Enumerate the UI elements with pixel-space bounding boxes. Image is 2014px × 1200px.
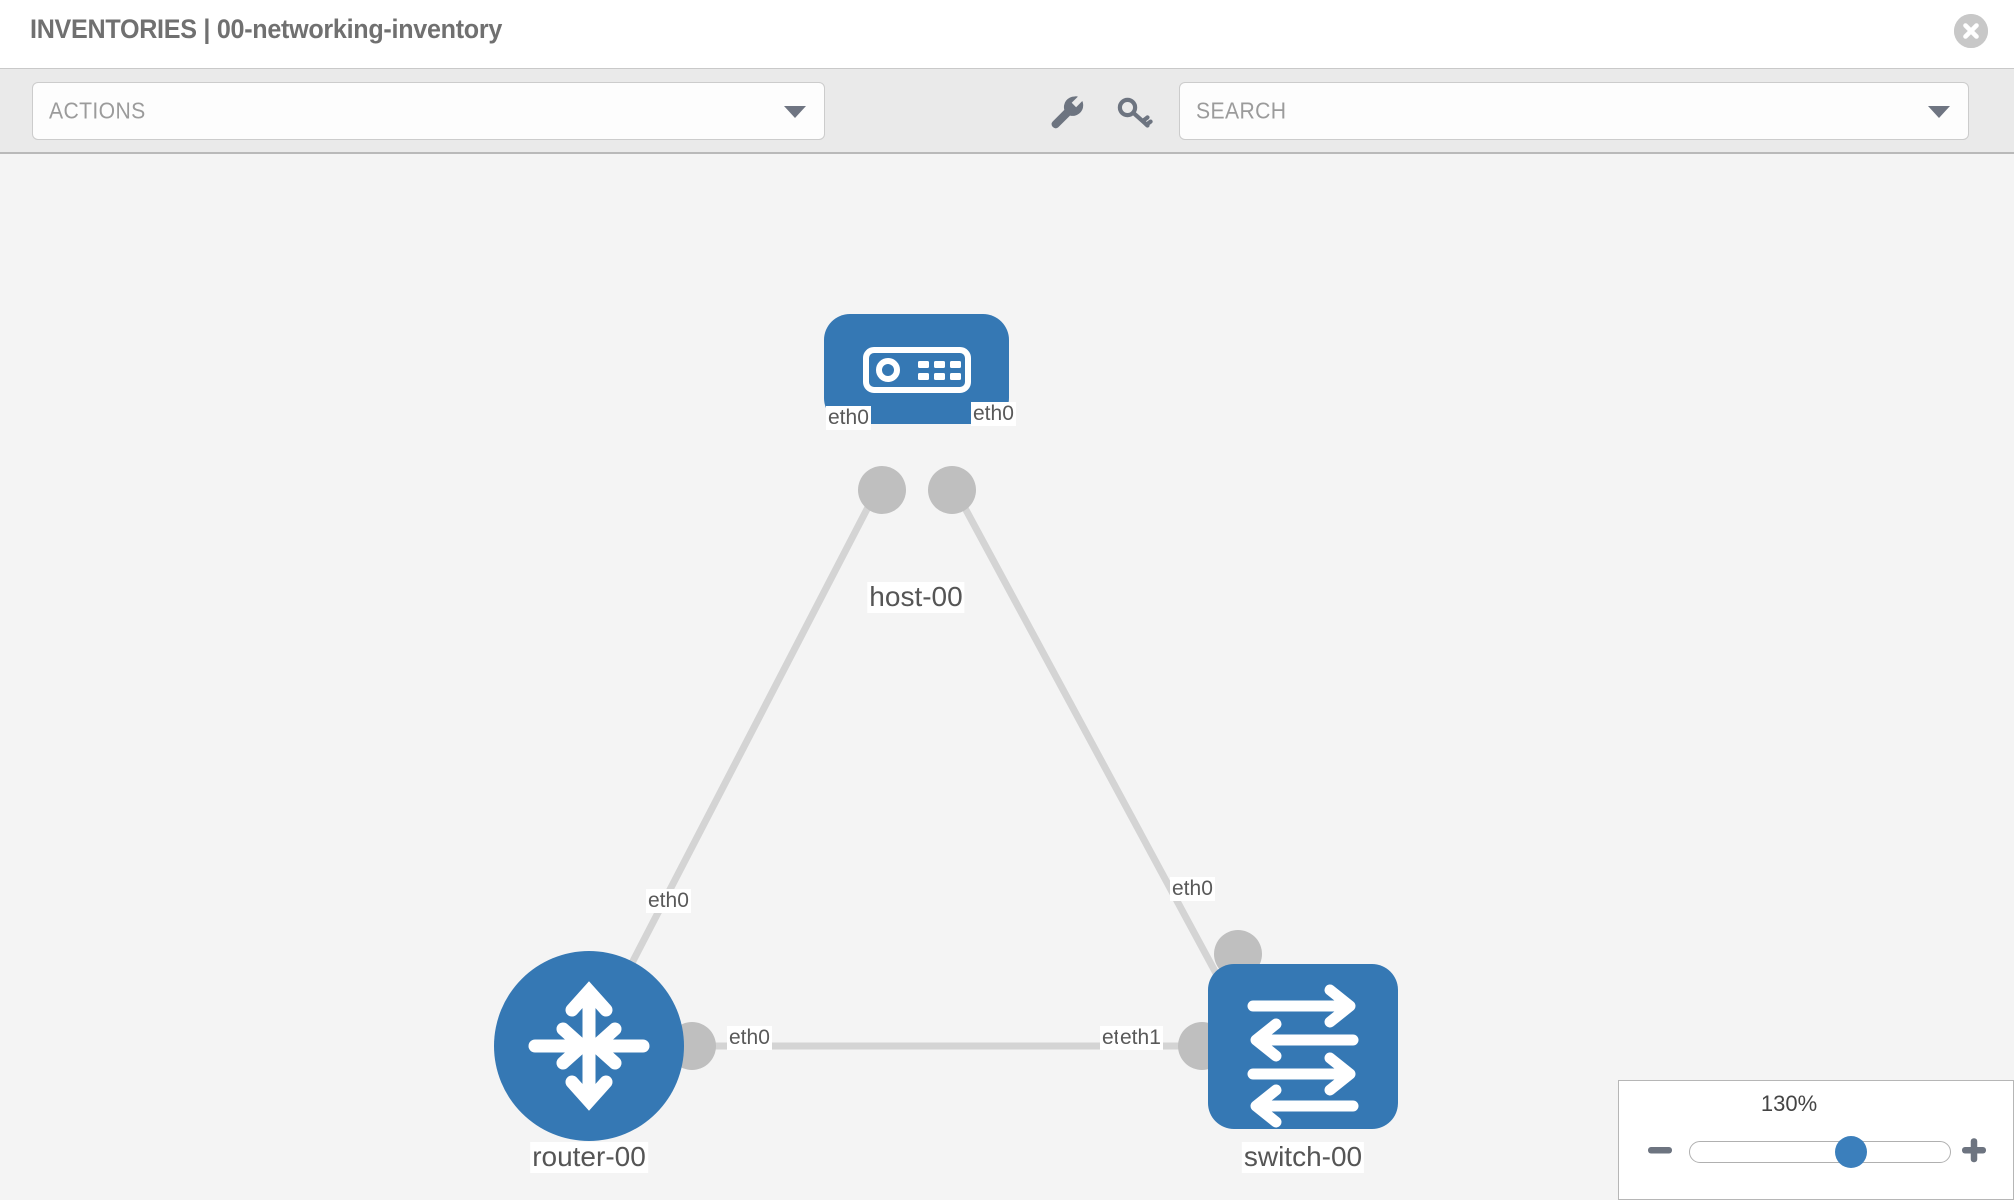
port-label-router-eth0-host: eth0	[646, 889, 691, 914]
close-icon[interactable]	[1954, 14, 1988, 48]
link-host-switch	[948, 482, 1242, 1016]
port-label-host-eth0-right: eth0	[971, 402, 1016, 427]
page-title: INVENTORIES | 00-networking-inventory	[30, 14, 503, 44]
zoom-slider-track[interactable]	[1689, 1136, 1951, 1168]
zoom-slider-thumb[interactable]	[1835, 1136, 1868, 1168]
zoom-out-button[interactable]	[1645, 1135, 1675, 1165]
node-router-00	[494, 951, 684, 1141]
node-label-host-00: host-00	[867, 581, 965, 613]
node-switch-00	[1208, 964, 1398, 1129]
page-header: INVENTORIES | 00-networking-inventory	[0, 0, 2014, 68]
actions-dropdown[interactable]: ACTIONS	[32, 82, 825, 140]
search-dropdown[interactable]: SEARCH	[1179, 82, 1969, 140]
zoom-in-button[interactable]	[1959, 1135, 1989, 1165]
port-label-switch-eth1-router: eth1	[1118, 1026, 1163, 1051]
port-host-right	[928, 466, 976, 514]
chevron-down-icon	[784, 106, 806, 118]
chevron-down-icon	[1928, 106, 1950, 118]
toolbar: ACTIONS SEARCH	[0, 68, 2014, 154]
port-label-router-eth0-switch: eth0	[727, 1026, 772, 1051]
topology-canvas[interactable]: eth0 eth0 eth0 eth0 eth0 eth0 eth1 host-…	[0, 154, 2014, 1200]
wrench-icon[interactable]	[1046, 91, 1088, 133]
key-icon[interactable]	[1113, 91, 1155, 133]
topology-links	[585, 482, 1303, 1050]
port-label-switch-eth0-host: eth0	[1170, 877, 1215, 902]
topology-ports	[668, 466, 1262, 1070]
topology-graph	[494, 314, 1398, 1141]
node-label-switch-00: switch-00	[1241, 1141, 1365, 1173]
port-label-host-eth0-left: eth0	[826, 406, 871, 431]
search-input-placeholder: SEARCH	[1196, 97, 1287, 124]
port-host-left	[858, 466, 906, 514]
link-router-host	[585, 482, 884, 1048]
zoom-control-panel: 130%	[1618, 1080, 2014, 1200]
actions-dropdown-label: ACTIONS	[49, 97, 146, 124]
node-label-router-00: router-00	[530, 1141, 648, 1173]
node-host-00	[824, 314, 1009, 424]
zoom-level-value: 130%	[1760, 1091, 1818, 1116]
